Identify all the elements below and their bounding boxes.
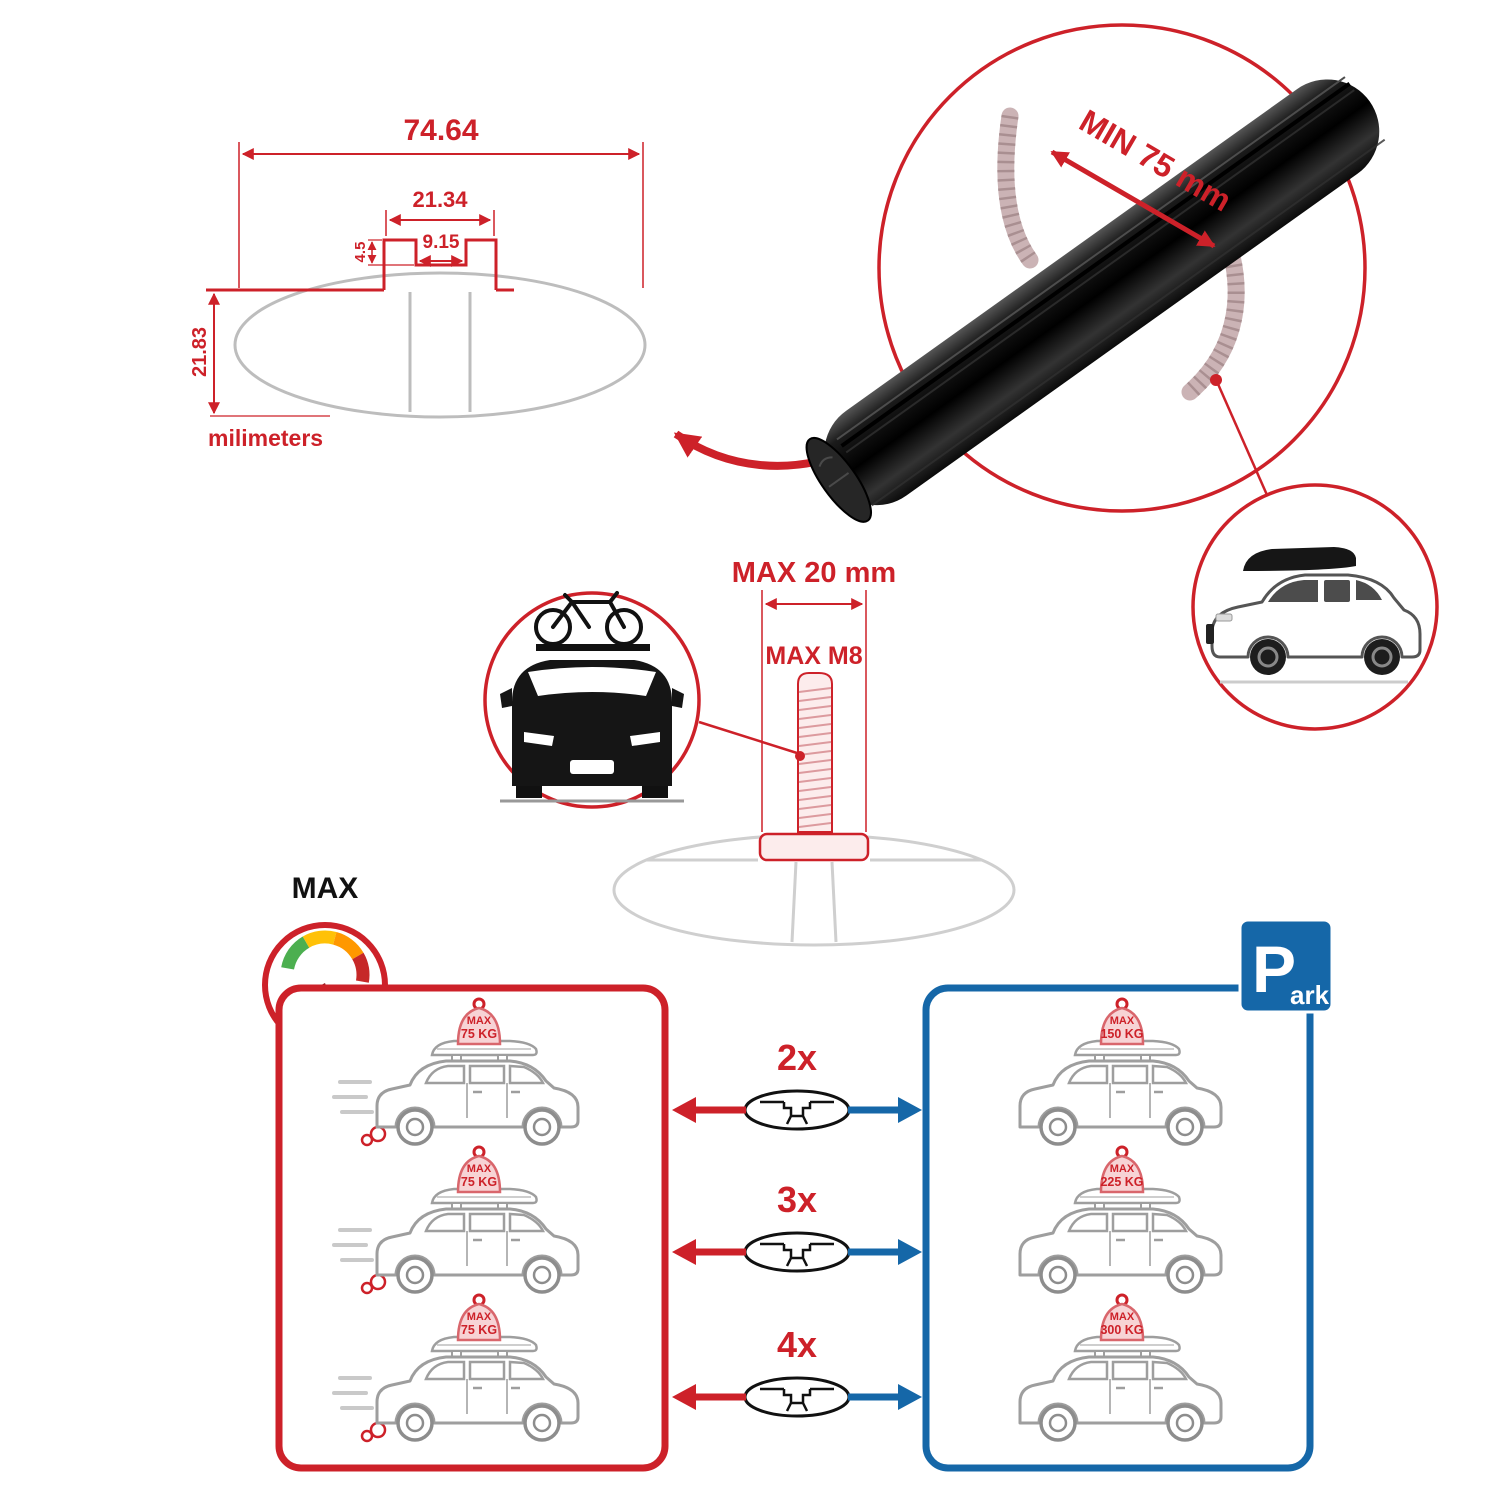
cargo-tag-weight: 300 KG xyxy=(1100,1323,1143,1337)
cargo-tag-weight: 150 KG xyxy=(1100,1027,1143,1041)
dim-total-width: 74.64 xyxy=(403,114,478,147)
bolt-diagram: MAX 20 mm MAX M8 xyxy=(612,557,1016,947)
cargo-tag-title: MAX xyxy=(467,1163,492,1175)
multiplier-label-2x: 2x xyxy=(777,1037,817,1078)
static-car-row-3: MAX 300 KG xyxy=(1018,1293,1223,1442)
cargo-tag-weight: 75 KG xyxy=(461,1027,497,1041)
bolt-max-thread-label: MAX M8 xyxy=(765,642,862,670)
park-sign: P ark xyxy=(1238,918,1334,1014)
multiplier-column: 2x 3x 4x xyxy=(672,1037,922,1418)
technical-drawing: 74.64 21.34 9.15 4.5 21.83 milimeters xyxy=(189,114,647,451)
crossbar-section-outline xyxy=(233,271,647,419)
dynamic-load-panel: MAX 75 KG MAX 75 KG MAX 75 KG xyxy=(275,984,669,1472)
car-bike-circle xyxy=(483,591,701,809)
cargo-tag-weight: 75 KG xyxy=(461,1323,497,1337)
cargo-tag-title: MAX xyxy=(467,1015,492,1027)
callout-dot xyxy=(1210,374,1222,386)
bolt-max-width-label: MAX 20 mm xyxy=(732,557,896,589)
cargo-tag-title: MAX xyxy=(1110,1015,1135,1027)
crossbar-closeup-circle: MIN 75 mm xyxy=(805,23,1386,523)
dynamic-car-row-2: MAX 75 KG xyxy=(332,1145,580,1295)
car-bike-icon xyxy=(500,591,684,803)
dim-lip-height: 4.5 xyxy=(352,242,369,263)
dynamic-car-row-1: MAX 75 KG xyxy=(332,997,580,1147)
suv-roofbox-icon xyxy=(1206,547,1422,684)
dim-slot-outer-width: 21.34 xyxy=(412,187,468,212)
multiplier-label-4x: 4x xyxy=(777,1324,817,1365)
dim-slot-inner-width: 9.15 xyxy=(423,232,460,253)
cargo-tag-weight: 75 KG xyxy=(461,1175,497,1189)
cargo-tag-title: MAX xyxy=(467,1311,492,1323)
crossbar-section-icon xyxy=(743,1089,851,1131)
bolt-threads xyxy=(798,687,832,828)
callout-line xyxy=(1216,383,1269,496)
bolt-callout-line xyxy=(698,720,798,755)
cargo-tag-title: MAX xyxy=(1110,1163,1135,1175)
min-span-arrow xyxy=(1050,149,1216,249)
static-car-row-1: MAX 150 KG xyxy=(1018,997,1223,1146)
park-sign-suffix: ark xyxy=(1290,980,1330,1010)
closeup-circle-outline xyxy=(877,23,1367,513)
static-car-row-2: MAX 225 KG xyxy=(1018,1145,1223,1294)
cargo-tag-weight: 225 KG xyxy=(1100,1175,1143,1189)
bolt-callout-dot xyxy=(795,751,805,761)
park-sign-p: P xyxy=(1252,932,1296,1006)
static-load-panel: MAX 150 KG MAX 225 KG MAX 300 KG P ark xyxy=(922,918,1334,1472)
dim-total-height: 21.83 xyxy=(189,327,211,377)
multiplier-label-3x: 3x xyxy=(777,1179,817,1220)
suv-roofbox-circle xyxy=(1191,483,1439,731)
dynamic-car-row-3: MAX 75 KG xyxy=(332,1293,580,1443)
speed-limit-title: MAX xyxy=(292,872,359,905)
bolt-t-head xyxy=(758,832,870,862)
crossbar-section-icon xyxy=(743,1231,851,1273)
crossbar-section-icon xyxy=(743,1376,851,1418)
units-label: milimeters xyxy=(208,425,323,451)
crossbar-3d xyxy=(805,76,1386,523)
cargo-tag-title: MAX xyxy=(1110,1311,1135,1323)
